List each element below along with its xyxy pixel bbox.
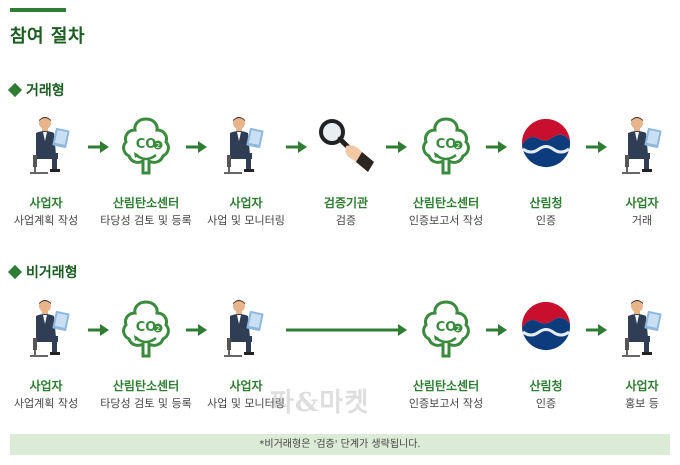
non-trade-step-6-label: 사업자 홍보 등 — [587, 378, 680, 412]
non-trade-step-2-label: 산림탄소센터 타당성 검토 및 등록 — [91, 378, 201, 412]
person-laptop-icon — [30, 117, 70, 174]
person-laptop-icon — [622, 300, 662, 357]
long-arrow-right-icon — [286, 324, 407, 336]
trade-flow-icons: CO 2 CO 2 — [0, 114, 680, 194]
trade-step-7-icon — [612, 114, 672, 178]
co2-tree-icon: CO 2 — [122, 117, 170, 175]
step-action: 인증보고서 작성 — [408, 214, 484, 227]
svg-text:CO: CO — [136, 320, 157, 335]
step-action: 인증 — [535, 214, 557, 227]
step-action: 인증 — [535, 397, 557, 410]
non-trade-step-3-icon — [214, 297, 274, 361]
government-emblem-icon — [520, 302, 572, 355]
trade-step-7-label: 사업자 거래 — [587, 195, 680, 229]
step-actor: 산림탄소센터 — [412, 379, 480, 393]
trade-step-4-icon — [316, 114, 376, 178]
footnote: *비거래형은 '검증' 단계가 생략됩니다. — [10, 434, 670, 455]
svg-text:2: 2 — [456, 142, 460, 150]
non-trade-flow-icons: CO 2 CO 2 — [0, 297, 680, 377]
arrow-right-icon — [286, 141, 307, 153]
non-trade-step-5-label: 산림청 인증 — [491, 378, 601, 412]
non-trade-step-2-icon: CO 2 — [116, 297, 176, 361]
step-action: 사업계획 작성 — [13, 397, 79, 410]
co2-tree-icon: CO 2 — [422, 300, 470, 358]
non-trade-step-1-label: 사업자 사업계획 작성 — [0, 378, 101, 412]
non-trade-step-5-icon — [516, 297, 576, 361]
arrow-right-icon — [486, 141, 507, 153]
person-laptop-icon — [224, 300, 264, 357]
person-laptop-icon — [30, 300, 70, 357]
svg-text:2: 2 — [456, 325, 460, 333]
step-action: 타당성 검토 및 등록 — [100, 214, 192, 227]
non-trade-step-4-icon: CO 2 — [416, 297, 476, 361]
step-action: 홍보 등 — [625, 397, 659, 410]
step-action: 사업 및 모니터링 — [207, 214, 285, 227]
trade-step-5-icon: CO 2 — [416, 114, 476, 178]
step-actor: 산림탄소센터 — [112, 196, 180, 210]
trade-step-1-label: 사업자 사업계획 작성 — [0, 195, 101, 229]
step-actor: 산림탄소센터 — [112, 379, 180, 393]
arrow-right-icon — [186, 324, 207, 336]
trade-step-3-label: 사업자 사업 및 모니터링 — [191, 195, 301, 229]
step-actor: 산림탄소센터 — [412, 196, 480, 210]
step-actor: 사업자 — [29, 196, 63, 210]
person-laptop-icon — [622, 117, 662, 174]
svg-text:2: 2 — [156, 325, 160, 333]
arrow-right-icon — [88, 324, 109, 336]
step-action: 인증보고서 작성 — [408, 397, 484, 410]
trade-step-3-icon — [214, 114, 274, 178]
non-trade-step-3-label: 사업자 사업 및 모니터링 — [191, 378, 301, 412]
step-action: 타당성 검토 및 등록 — [100, 397, 192, 410]
trade-step-6-label: 산림청 인증 — [491, 195, 601, 229]
arrow-right-icon — [486, 324, 507, 336]
step-actor: 산림청 — [529, 196, 563, 210]
trade-step-4-label: 검증기관 검증 — [291, 195, 401, 229]
government-emblem-icon — [520, 119, 572, 172]
arrow-right-icon — [88, 141, 109, 153]
page-title: 참여 절차 — [10, 26, 86, 47]
svg-text:2: 2 — [156, 142, 160, 150]
arrow-right-icon — [586, 324, 607, 336]
trade-step-2-icon: CO 2 — [116, 114, 176, 178]
diamond-bullet-icon — [7, 82, 23, 98]
step-actor: 사업자 — [625, 379, 659, 393]
step-actor: 사업자 — [229, 196, 263, 210]
step-actor: 사업자 — [625, 196, 659, 210]
non-trade-step-6-icon — [612, 297, 672, 361]
svg-text:CO: CO — [436, 320, 457, 335]
step-actor: 검증기관 — [323, 196, 369, 210]
co2-tree-icon: CO 2 — [122, 300, 170, 358]
arrow-right-icon — [386, 141, 407, 153]
step-action: 거래 — [631, 214, 653, 227]
diamond-bullet-icon — [7, 264, 23, 280]
arrow-right-icon — [186, 141, 207, 153]
trade-step-1-icon — [20, 114, 80, 178]
magnifier-hand-icon — [319, 119, 374, 172]
step-actor: 사업자 — [29, 379, 63, 393]
section-heading-trade: 거래형 — [7, 80, 65, 100]
trade-step-2-label: 산림탄소센터 타당성 검토 및 등록 — [91, 195, 201, 229]
step-action: 사업 및 모니터링 — [207, 397, 285, 410]
svg-text:CO: CO — [436, 137, 457, 152]
section-heading-non-trade: 비거래형 — [7, 262, 78, 282]
non-trade-step-1-icon — [20, 297, 80, 361]
step-action: 검증 — [335, 214, 357, 227]
step-action: 사업계획 작성 — [13, 214, 79, 227]
step-actor: 사업자 — [229, 379, 263, 393]
person-laptop-icon — [224, 117, 264, 174]
trade-step-5-label: 산림탄소센터 인증보고서 작성 — [391, 195, 501, 229]
trade-step-6-icon — [516, 114, 576, 178]
co2-tree-icon: CO 2 — [422, 117, 470, 175]
section-heading-non-trade-label: 비거래형 — [26, 265, 78, 281]
svg-text:CO: CO — [136, 137, 157, 152]
step-actor: 산림청 — [529, 379, 563, 393]
arrow-right-icon — [586, 141, 607, 153]
title-accent-bar — [10, 8, 66, 12]
section-heading-trade-label: 거래형 — [26, 83, 65, 99]
non-trade-step-4-label: 산림탄소센터 인증보고서 작성 — [391, 378, 501, 412]
